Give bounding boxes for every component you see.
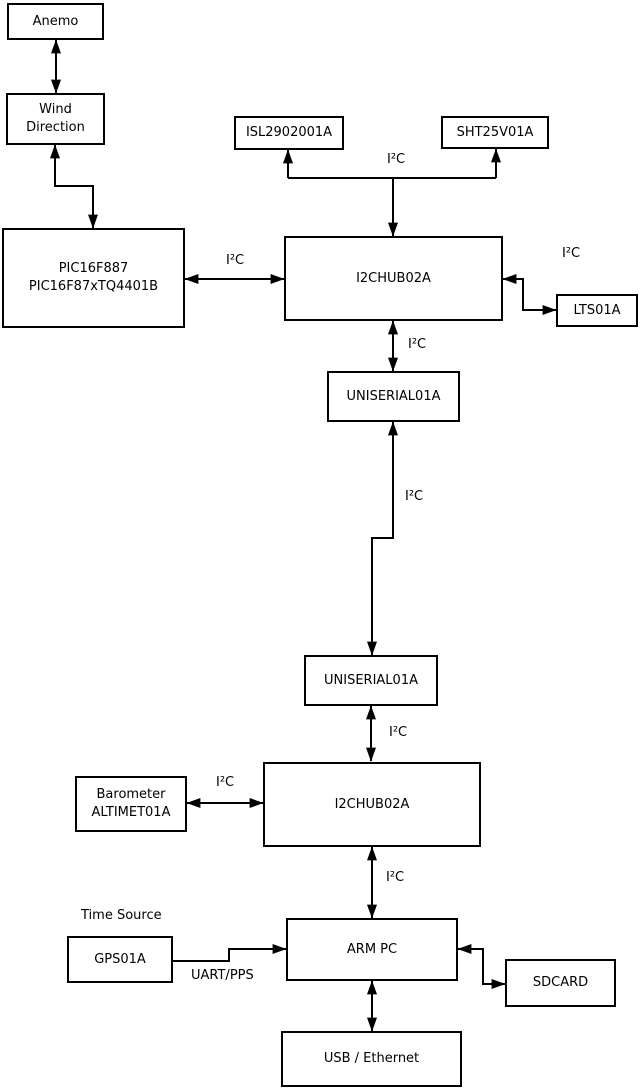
- label-i2c-pic-hub: I²C: [226, 253, 245, 268]
- node-barometer-altimet01a: Barometer ALTIMET01A: [75, 776, 187, 832]
- wind-direction-label-line1: Wind: [39, 102, 72, 118]
- uniserial-top-label: UNISERIAL01A: [346, 388, 441, 404]
- node-pic16f887: PIC16F887 PIC16F87xTQ4401B: [2, 228, 185, 328]
- label-i2c-hub2-armpc: I²C: [386, 870, 405, 885]
- node-i2chub02a-bottom: I2CHUB02A: [263, 762, 481, 847]
- node-wind-direction: Wind Direction: [6, 93, 105, 145]
- edge-i2chub-lts: [502, 274, 557, 315]
- node-isl2902001a: ISL2902001A: [234, 116, 344, 150]
- edge-gps-armpc: [173, 944, 287, 962]
- node-sht25v01a: SHT25V01A: [441, 116, 549, 149]
- node-anemo: Anemo: [7, 3, 104, 40]
- node-gps01a: GPS01A: [67, 936, 173, 983]
- node-arm-pc: ARM PC: [286, 918, 458, 981]
- i2chub-top-label: I2CHUB02A: [356, 270, 431, 286]
- node-uniserial01a-bottom: UNISERIAL01A: [304, 655, 438, 706]
- node-sdcard: SDCARD: [505, 959, 616, 1007]
- usb-ethernet-label: USB / Ethernet: [323, 1051, 420, 1067]
- arm-pc-label: ARM PC: [346, 941, 398, 957]
- pic-label-line1: PIC16F887: [58, 261, 129, 277]
- label-i2c-hub-uniserial: I²C: [408, 337, 427, 352]
- label-i2c-sensor-bus: I²C: [387, 152, 406, 167]
- barometer-label-line1: Barometer: [96, 787, 166, 803]
- label-uart-pps: UART/PPS: [191, 968, 254, 983]
- label-i2c-uniserial-hub2: I²C: [389, 725, 408, 740]
- isl-label: ISL2902001A: [245, 125, 333, 141]
- wind-direction-label-line2: Direction: [26, 120, 85, 135]
- label-i2c-hub-lts: I²C: [562, 246, 581, 261]
- pic-label-line2: PIC16F87xTQ4401B: [28, 279, 159, 294]
- node-i2chub02a-top: I2CHUB02A: [284, 236, 503, 321]
- node-lts01a: LTS01A: [556, 294, 638, 327]
- sdcard-label: SDCARD: [532, 975, 589, 991]
- label-i2c-uniserial-link: I²C: [405, 489, 424, 504]
- uniserial-bottom-label: UNISERIAL01A: [324, 672, 418, 688]
- node-usb-ethernet: USB / Ethernet: [281, 1031, 462, 1087]
- barometer-label-line2: ALTIMET01A: [91, 805, 171, 820]
- label-time-source: Time Source: [81, 908, 162, 923]
- anemo-label: Anemo: [32, 13, 79, 29]
- edge-winddirection-pic: [50, 144, 98, 229]
- node-uniserial01a-top: UNISERIAL01A: [327, 371, 460, 422]
- edge-uniserial-uniserial: [367, 421, 398, 656]
- i2chub-bottom-label: I2CHUB02A: [334, 796, 410, 812]
- sht-label: SHT25V01A: [456, 124, 534, 140]
- edge-armpc-sdcard: [457, 944, 506, 989]
- label-i2c-barometer-hub2: I²C: [216, 775, 235, 790]
- lts-label: LTS01A: [573, 302, 621, 318]
- gps-label: GPS01A: [94, 951, 146, 967]
